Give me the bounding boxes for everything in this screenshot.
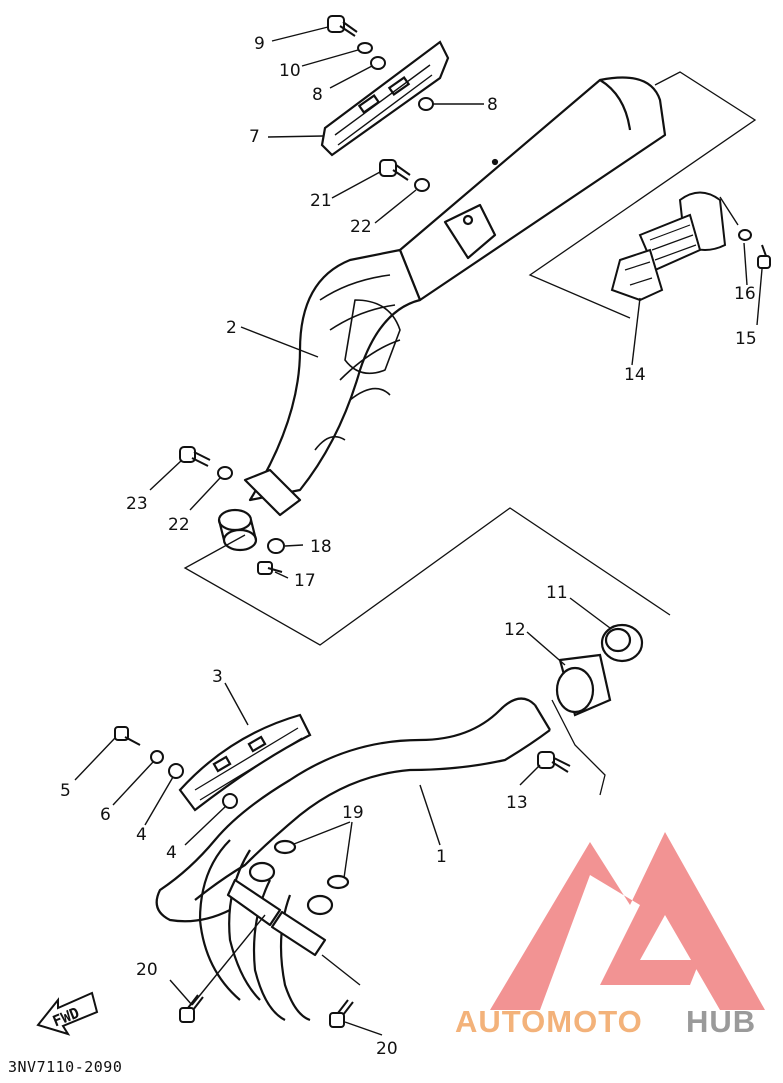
mounting-box bbox=[183, 507, 671, 646]
callout-22: 22 bbox=[168, 515, 190, 535]
callout-7: 7 bbox=[249, 127, 260, 147]
callout-18: 18 bbox=[310, 537, 332, 557]
heat-protector-upper bbox=[320, 40, 450, 157]
callout-19: 19 bbox=[342, 803, 364, 823]
pipe-joint bbox=[555, 623, 644, 717]
callout-labels: 9 10 8 8 7 21 22 2 16 15 14 23 22 18 17 … bbox=[60, 34, 757, 1059]
callout-3: 3 bbox=[212, 667, 223, 687]
callout-21: 21 bbox=[310, 191, 332, 211]
muffler-assembly bbox=[217, 76, 667, 552]
callout-12: 12 bbox=[504, 620, 526, 640]
callout-5: 5 bbox=[60, 781, 71, 801]
callout-20: 20 bbox=[136, 960, 158, 980]
diagram-code: 3NV7110-2090 bbox=[8, 1058, 122, 1076]
callout-16: 16 bbox=[734, 284, 756, 304]
callout-4: 4 bbox=[136, 825, 147, 845]
callout-11: 11 bbox=[546, 583, 568, 603]
callout-2: 2 bbox=[226, 318, 237, 338]
joint-box bbox=[551, 699, 606, 796]
callout-20: 20 bbox=[376, 1039, 398, 1059]
watermark-hub: HUB bbox=[686, 1004, 756, 1039]
watermark-text: AUTOMOTO HUB bbox=[455, 1004, 756, 1039]
callout-17: 17 bbox=[294, 571, 316, 591]
callout-8: 8 bbox=[487, 95, 498, 115]
callout-13: 13 bbox=[506, 793, 528, 813]
callout-9: 9 bbox=[254, 34, 265, 54]
spark-arrestor bbox=[610, 191, 727, 302]
muffler-end-box bbox=[528, 71, 757, 319]
callout-15: 15 bbox=[735, 329, 757, 349]
exhaust-pipe bbox=[155, 697, 551, 1022]
watermark-logo bbox=[490, 832, 765, 1010]
leader-lines bbox=[74, 26, 763, 1036]
callout-1: 1 bbox=[436, 847, 447, 867]
callout-8: 8 bbox=[312, 85, 323, 105]
callout-6: 6 bbox=[100, 805, 111, 825]
callout-23: 23 bbox=[126, 494, 148, 514]
callout-14: 14 bbox=[624, 365, 646, 385]
callout-4: 4 bbox=[166, 843, 177, 863]
heat-protector-lower bbox=[178, 713, 312, 812]
hardware bbox=[114, 15, 771, 1028]
callout-10: 10 bbox=[279, 61, 301, 81]
callout-22: 22 bbox=[350, 217, 372, 237]
fwd-arrow-icon bbox=[36, 991, 99, 1036]
watermark-automoto: AUTOMOTO bbox=[455, 1004, 643, 1039]
